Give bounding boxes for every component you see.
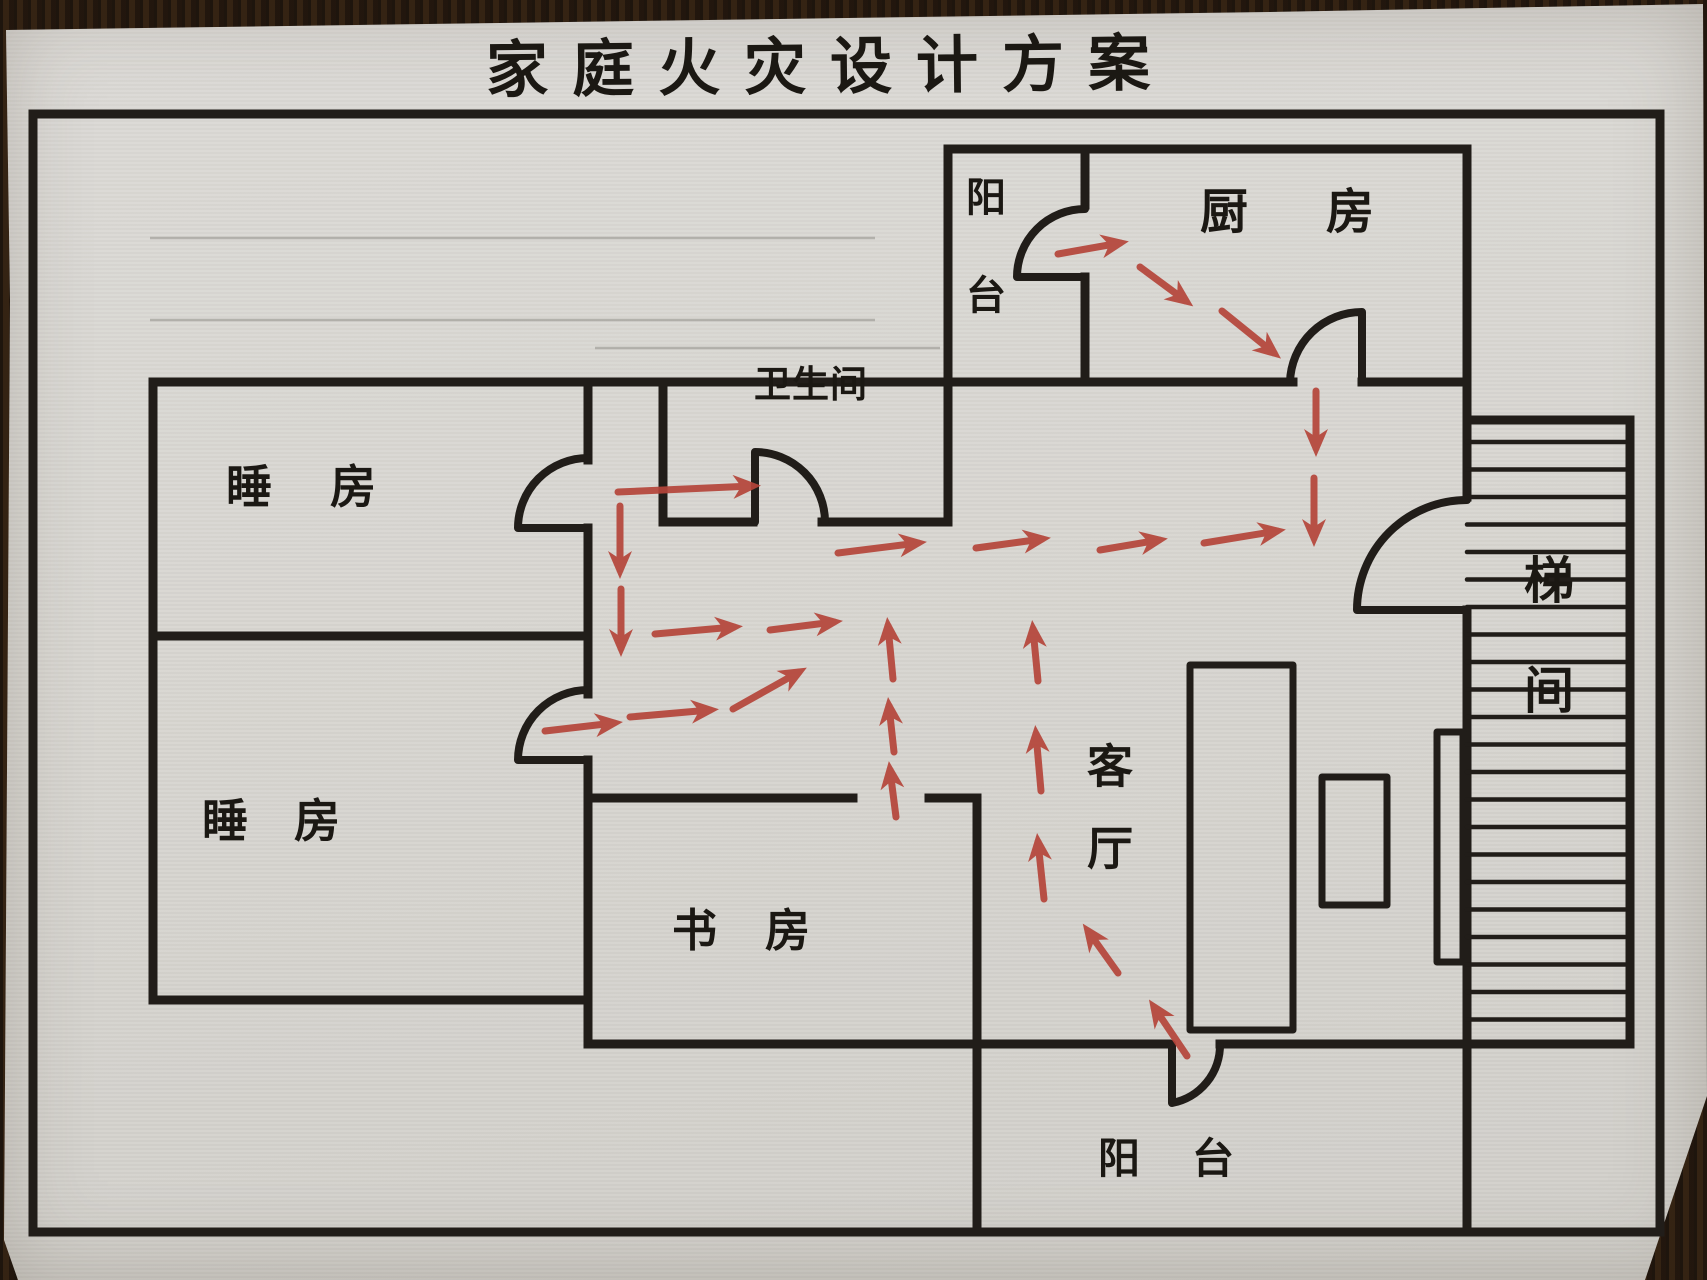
walls xyxy=(28,109,1665,1237)
study-route xyxy=(877,617,905,821)
door-living-balcony-bottom xyxy=(1168,1040,1225,1107)
escape-arrow xyxy=(1096,531,1168,556)
label-balcony-bottom: 阳台 xyxy=(1098,1134,1287,1183)
door-balcony-top-kitchen xyxy=(1013,205,1089,281)
label-living-room: 客厅 xyxy=(1080,742,1134,906)
escape-arrow xyxy=(541,713,623,738)
pencil-guide-lines xyxy=(150,236,940,350)
balcony-bottom-living-room-route xyxy=(1022,620,1191,1060)
label-stairwell: 梯间 xyxy=(1516,554,1574,774)
hallway-to-stair-door-route xyxy=(834,522,1286,558)
side-table-rect xyxy=(1318,773,1391,909)
escape-arrow xyxy=(1218,307,1282,359)
escape-arrow xyxy=(614,474,761,499)
escape-arrow xyxy=(1136,263,1194,307)
sofa-rect xyxy=(1186,661,1297,1034)
label-bathroom: 卫生间 xyxy=(754,363,868,406)
escape-arrow xyxy=(651,616,743,641)
door-living-stairwell xyxy=(1353,496,1471,614)
bedroom-top-route xyxy=(608,474,843,657)
escape-arrow xyxy=(1148,999,1191,1060)
escape-route-arrows xyxy=(541,234,1328,1060)
label-bedroom-bottom: 睡房 xyxy=(202,794,386,848)
escape-arrow xyxy=(877,617,902,683)
cabinet-rect xyxy=(1433,728,1467,966)
escape-arrow xyxy=(729,667,807,713)
door-bedroom-bottom xyxy=(514,686,592,764)
stair-treads xyxy=(1464,439,1628,1022)
door-bathroom xyxy=(751,448,829,526)
escape-arrow xyxy=(626,699,719,724)
label-bedroom-top: 睡房 xyxy=(226,460,434,514)
doors xyxy=(514,205,1471,1107)
escape-arrow xyxy=(1028,833,1052,903)
furniture xyxy=(1186,661,1467,1034)
escape-arrow xyxy=(879,697,903,756)
label-study: 书房 xyxy=(672,904,859,957)
label-balcony-top: 阳台 xyxy=(959,176,1005,372)
escape-arrow xyxy=(1082,923,1122,977)
balcony-top-kitchen-route xyxy=(1054,234,1328,547)
bedroom-bottom-route xyxy=(541,667,807,738)
escape-arrow xyxy=(1054,234,1129,259)
escape-arrow xyxy=(834,533,927,558)
escape-arrow xyxy=(880,761,905,821)
escape-arrow xyxy=(766,612,843,637)
escape-arrow xyxy=(1200,522,1286,547)
door-kitchen-living xyxy=(1286,308,1366,386)
label-kitchen: 厨房 xyxy=(1200,184,1453,240)
escape-arrow xyxy=(1025,725,1050,795)
escape-arrow xyxy=(1022,620,1047,685)
escape-arrow xyxy=(972,529,1051,554)
door-bedroom-top xyxy=(514,454,592,532)
